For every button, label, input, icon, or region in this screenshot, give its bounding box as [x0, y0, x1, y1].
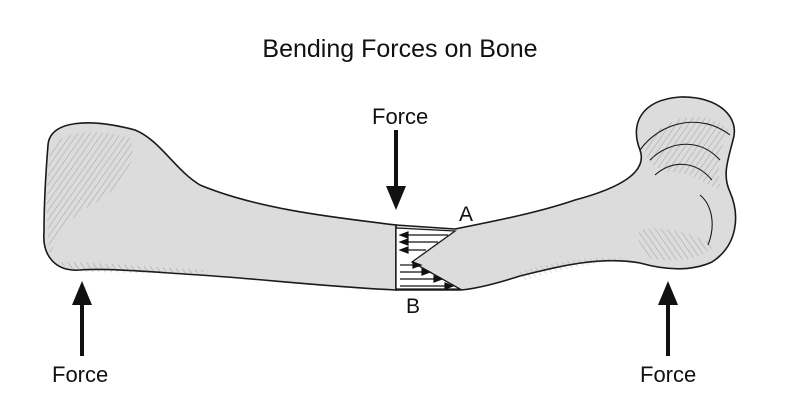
force-label-right: Force	[640, 362, 697, 387]
force-label-top: Force	[372, 104, 429, 129]
fracture-wedge	[395, 227, 463, 290]
tension-arrows	[400, 261, 455, 290]
bone-left-shading	[46, 132, 133, 255]
bone-left-lower-shading	[60, 262, 210, 274]
bone-right-lower-shading	[638, 228, 715, 261]
bone-shaft-shading	[520, 257, 630, 280]
bone-left-segment	[43, 122, 397, 291]
force-label-left: Force	[52, 362, 109, 387]
point-label-b: B	[406, 295, 421, 318]
point-label-a: A	[459, 203, 474, 226]
force-arrow-right	[658, 281, 678, 356]
force-arrow-left	[72, 281, 92, 356]
bone-right-shading	[645, 116, 728, 190]
diagram-title: Bending Forces on Bone	[262, 35, 538, 63]
compression-arrows	[398, 231, 448, 254]
force-arrow-top	[386, 130, 406, 210]
